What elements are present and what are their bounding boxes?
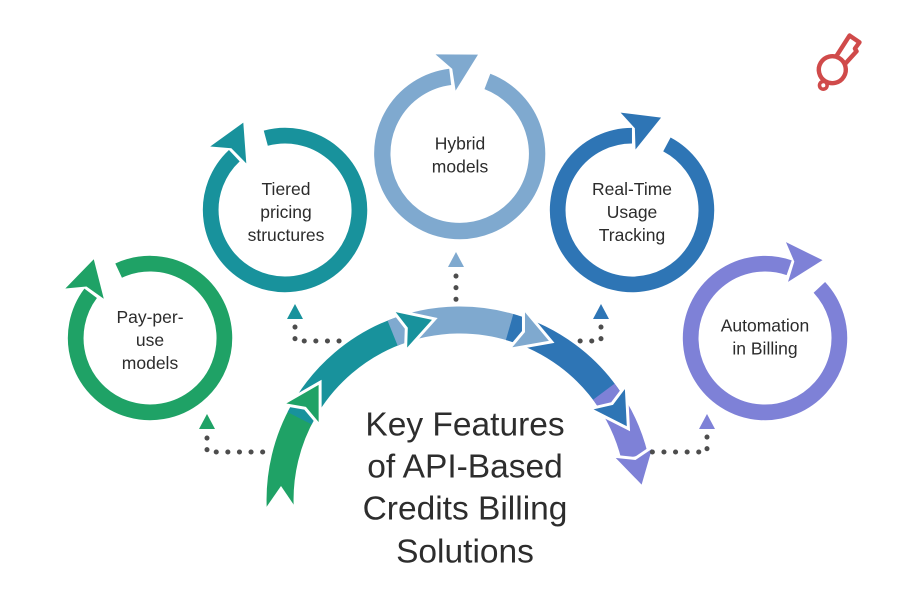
arc-arrowhead-4 xyxy=(584,380,631,432)
connector-dots-automation xyxy=(647,434,710,455)
feature-label-automation: Automation in Billing xyxy=(720,315,810,358)
connector-dots-tiered xyxy=(292,324,345,344)
connector-hybrid xyxy=(448,252,464,267)
connector-triangle-icon xyxy=(287,304,303,319)
feature-label-pay-per-use: Pay-per- use models xyxy=(116,306,184,373)
arc-tail-notch xyxy=(263,486,298,512)
feature-label-tiered: Tiered pricing structures xyxy=(247,178,325,245)
connector-automation xyxy=(699,414,715,429)
connector-triangle-icon xyxy=(593,304,609,319)
page-title: Key Features of API-Based Credits Billin… xyxy=(362,406,568,571)
feature-label-hybrid: Hybrid models xyxy=(431,133,489,176)
arc-arrowhead-2 xyxy=(388,307,438,356)
connector-triangle-icon xyxy=(699,414,715,429)
connector-tiered xyxy=(287,304,303,319)
arc-arrowhead-1 xyxy=(277,379,322,431)
central-arc xyxy=(263,304,658,512)
arc-arrowhead-5 xyxy=(607,441,658,491)
connector-triangle-icon xyxy=(199,414,215,429)
connector-dots-realtime xyxy=(569,324,604,344)
connector-realtime xyxy=(593,304,609,319)
feature-label-realtime: Real-Time Usage Tracking xyxy=(591,178,673,245)
whistle-logo-icon xyxy=(816,33,862,91)
connector-dots-pay-per-use xyxy=(204,435,271,455)
connector-pay-per-use xyxy=(199,414,215,429)
connector-triangle-icon xyxy=(448,252,464,267)
arc-arrowhead-3 xyxy=(504,304,555,352)
